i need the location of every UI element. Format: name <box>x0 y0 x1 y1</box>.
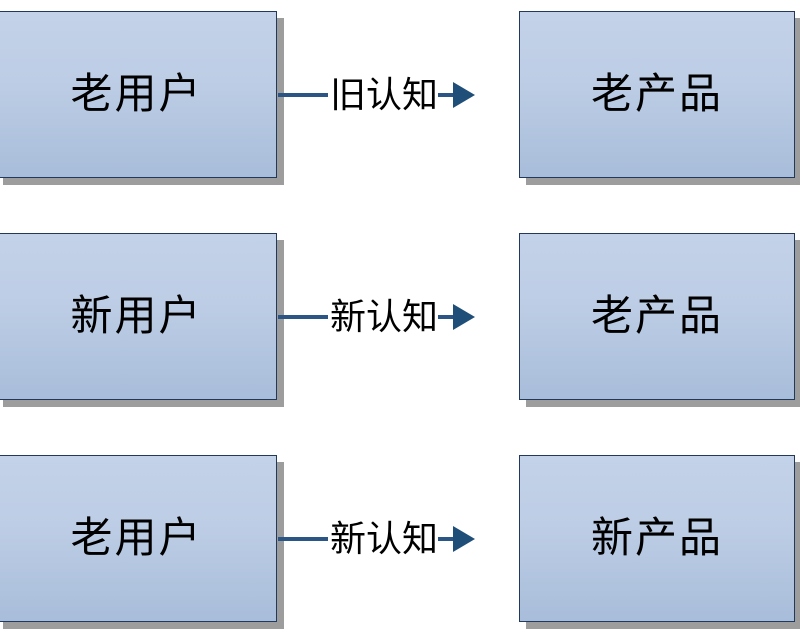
connector-label-row-3: 新认知 <box>330 518 439 559</box>
arrow-shaft-row-2 <box>438 314 455 319</box>
node-target-row-1[interactable]: 老产品 <box>519 11 795 178</box>
node-source-label-row-3: 老用户 <box>70 515 203 562</box>
node-source-row-3[interactable]: 老用户 <box>0 455 277 622</box>
node-target-row-2[interactable]: 老产品 <box>519 233 795 400</box>
arrow-right-icon-row-2 <box>438 303 476 330</box>
connector-line-row-1 <box>278 92 328 97</box>
connector-row-2: 新认知 <box>278 233 521 400</box>
node-source-row-2[interactable]: 新用户 <box>0 233 277 400</box>
connector-line-row-2 <box>278 314 328 319</box>
connector-row-1: 旧认知 <box>278 11 521 178</box>
connector-label-row-2: 新认知 <box>330 296 439 337</box>
connector-label-row-1: 旧认知 <box>330 74 439 115</box>
node-source-label-row-2: 新用户 <box>70 293 203 340</box>
node-target-label-row-3: 新产品 <box>590 515 723 562</box>
node-target-row-3[interactable]: 新产品 <box>519 455 795 622</box>
diagram-row-3: 老用户 新认知 新产品 <box>0 455 800 630</box>
diagram-row-2: 新用户 新认知 老产品 <box>0 233 800 408</box>
node-source-row-1[interactable]: 老用户 <box>0 11 277 178</box>
node-target-label-row-1: 老产品 <box>590 71 723 118</box>
arrow-shaft-row-3 <box>438 536 455 541</box>
arrow-right-icon-row-1 <box>438 81 476 108</box>
connector-row-3: 新认知 <box>278 455 521 622</box>
arrow-head-row-2 <box>453 303 476 330</box>
arrow-head-row-3 <box>453 525 476 552</box>
node-source-label-row-1: 老用户 <box>70 71 203 118</box>
node-target-label-row-2: 老产品 <box>590 293 723 340</box>
arrow-shaft-row-1 <box>438 92 455 97</box>
diagram-row-1: 老用户 旧认知 老产品 <box>0 11 800 186</box>
connector-line-row-3 <box>278 536 328 541</box>
arrow-right-icon-row-3 <box>438 525 476 552</box>
arrow-head-row-1 <box>453 81 476 108</box>
